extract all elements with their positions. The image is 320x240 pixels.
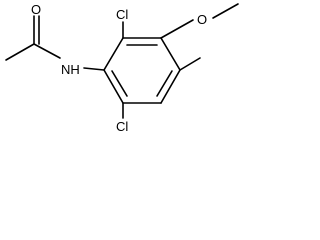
benzene-ring [103, 37, 181, 104]
ring-bond-4 [160, 69, 181, 104]
ring-bond-6 [103, 69, 124, 104]
ring-double-inner-2 [156, 70, 173, 97]
bond-ring-oxygen [179, 57, 201, 71]
atom-label-methoxy-oxygen: O [197, 12, 207, 27]
bond-methyl-carbonyl [5, 43, 35, 61]
atom-label-carbonyl-oxygen: O [31, 2, 41, 17]
chemical-structure: O NH Cl Cl O [5, 2, 239, 134]
atom-label-nh: NH [61, 62, 80, 77]
ring-bond-1 [103, 37, 124, 71]
atom-label-cl-bottom: Cl [116, 119, 128, 134]
bond-nitrogen-ring [83, 67, 105, 71]
ring-bond-3 [160, 37, 181, 71]
ring-double-inner-3 [111, 70, 128, 97]
bond-ring-to-methoxy [160, 19, 194, 39]
acetyl-group [5, 15, 61, 61]
bond-oxygen-methyl [212, 3, 239, 19]
bond-carbonyl-nitrogen [33, 43, 61, 59]
atom-label-cl-top: Cl [116, 7, 128, 22]
